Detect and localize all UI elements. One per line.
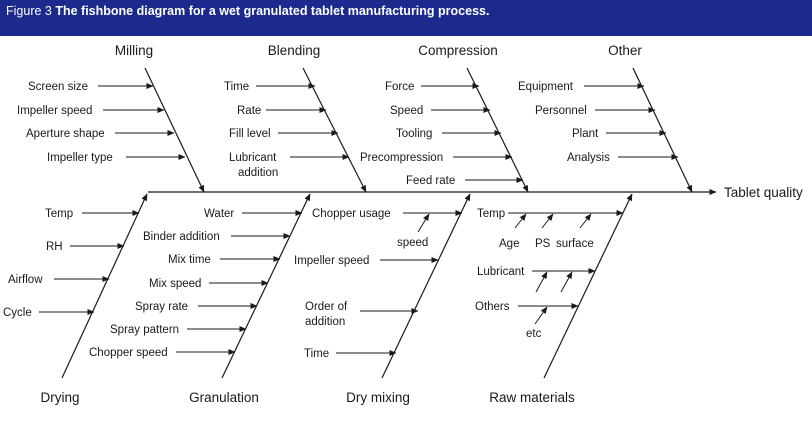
cause-ps: PS — [535, 238, 551, 250]
cause-temp-raw-materials: Temp — [477, 208, 505, 220]
bone-dry-mixing — [381, 193, 471, 379]
arrow-age — [514, 213, 527, 229]
category-milling: Milling — [115, 43, 153, 58]
cause-temp-drying: Temp — [45, 208, 73, 220]
cause-speed-compression: Speed — [390, 105, 423, 117]
figure-number: Figure 3 — [6, 4, 52, 18]
arrow-lubricant-sub-1 — [535, 271, 548, 293]
cause-aperture-shape: Aperture shape — [26, 128, 105, 140]
cause-impeller-speed-dry-mixing: Impeller speed — [294, 255, 369, 267]
cause-order-of-addition-line1: Order of — [305, 301, 348, 313]
category-granulation: Granulation — [189, 390, 259, 405]
category-blending: Blending — [268, 43, 321, 58]
cause-chopper-usage: Chopper usage — [312, 208, 391, 220]
cause-tooling: Tooling — [396, 128, 432, 140]
cause-etc: etc — [526, 328, 542, 340]
diagram-panel — [0, 36, 812, 427]
cause-speed-dry-mixing: speed — [397, 237, 428, 249]
cause-time-dry-mixing: Time — [304, 348, 329, 360]
cause-force: Force — [385, 81, 414, 93]
effect-label: Tablet quality — [724, 185, 803, 200]
cause-time-blending: Time — [224, 81, 249, 93]
bone-milling — [144, 67, 205, 193]
arrow-lubricant-sub-2 — [560, 271, 573, 293]
cause-equipment: Equipment — [518, 81, 574, 93]
bone-drying — [61, 193, 148, 379]
cause-feed-rate: Feed rate — [406, 175, 455, 187]
bone-other — [632, 67, 693, 193]
cause-mix-time: Mix time — [168, 254, 211, 266]
cause-personnel: Personnel — [535, 105, 587, 117]
figure-title: The fishbone diagram for a wet granulate… — [55, 4, 490, 18]
cause-plant: Plant — [572, 128, 599, 140]
cause-order-of-addition-line2: addition — [305, 316, 345, 328]
cause-spray-rate: Spray rate — [135, 301, 188, 313]
cause-impeller-speed-milling: Impeller speed — [17, 105, 92, 117]
cause-rate: Rate — [237, 105, 261, 117]
arrow-surface — [579, 213, 592, 229]
cause-lubricant-raw: Lubricant — [477, 266, 525, 278]
bone-blending — [302, 67, 367, 193]
cause-impeller-type: Impeller type — [47, 152, 113, 164]
cause-lubricant-addition-line1: Lubricant — [229, 152, 277, 164]
category-compression: Compression — [418, 43, 498, 58]
cause-airflow: Airflow — [8, 274, 43, 286]
cause-age: Age — [499, 238, 519, 250]
category-drying: Drying — [40, 390, 79, 405]
category-raw-materials: Raw materials — [489, 390, 575, 405]
arrow-ps — [541, 213, 554, 229]
cause-spray-pattern: Spray pattern — [110, 324, 179, 336]
cause-rh: RH — [46, 241, 63, 253]
cause-screen-size: Screen size — [28, 81, 88, 93]
figure-caption: Figure 3 The fishbone diagram for a wet … — [0, 0, 812, 36]
cause-mix-speed: Mix speed — [149, 278, 201, 290]
category-other: Other — [608, 43, 642, 58]
cause-cycle: Cycle — [3, 307, 32, 319]
cause-water: Water — [204, 208, 234, 220]
cause-surface: surface — [556, 238, 594, 250]
cause-others: Others — [475, 301, 510, 313]
bone-granulation — [221, 193, 311, 379]
cause-chopper-speed: Chopper speed — [89, 347, 168, 359]
cause-analysis: Analysis — [567, 152, 610, 164]
category-dry-mixing: Dry mixing — [346, 390, 410, 405]
arrow-speed-dry-mixing — [417, 213, 430, 233]
cause-lubricant-addition-line2: addition — [238, 167, 278, 179]
bone-raw-materials — [543, 193, 633, 379]
cause-binder-addition: Binder addition — [143, 231, 220, 243]
cause-precompression: Precompression — [360, 152, 443, 164]
arrow-etc — [534, 306, 548, 325]
cause-fill-level: Fill level — [229, 128, 271, 140]
